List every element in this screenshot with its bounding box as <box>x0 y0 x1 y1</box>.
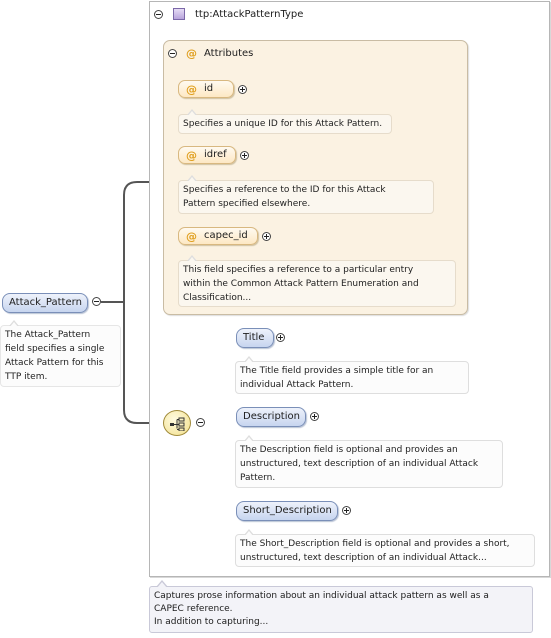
sequence-compositor-icon[interactable] <box>163 410 191 436</box>
root-desc-line-2: field specifies a single <box>5 344 105 354</box>
short-desc-line-2: unstructured, text description of an ind… <box>240 553 487 563</box>
capec-desc-line-2: within the Common Attack Pattern Enumera… <box>183 279 419 289</box>
at-sign-icon: @ <box>186 47 197 60</box>
capec-desc-line-1: This field specifies a reference to a pa… <box>183 265 414 275</box>
attack-pattern-label: Attack_Pattern <box>9 297 82 308</box>
capec-desc-line-3: Classification... <box>183 293 252 303</box>
title-desc-line-2: individual Attack Pattern. <box>240 380 354 390</box>
type-desc-line-2: CAPEC reference. <box>154 604 233 614</box>
attack-pattern-element[interactable]: Attack_Pattern <box>2 293 88 313</box>
collapse-sequence-button[interactable] <box>196 418 205 427</box>
element-description-description: The Description field is optional and pr… <box>235 435 503 488</box>
collapse-type-button[interactable] <box>154 10 163 19</box>
type-desc-line-3: In addition to capturing... <box>154 617 269 627</box>
id-desc-line-1: Specifies a unique ID for this Attack Pa… <box>183 119 383 129</box>
purple-square-icon <box>173 8 185 20</box>
expand-short-description-button[interactable] <box>342 506 351 515</box>
collapse-attributes-button[interactable] <box>168 49 177 58</box>
description-desc-line-2: unstructured, text description of an ind… <box>240 459 479 469</box>
attribute-capec-id-label: capec_id <box>204 230 248 241</box>
short-desc-line-1: The Short_Description field is optional … <box>240 539 510 549</box>
element-short-description-label: Short_Description <box>243 505 332 516</box>
expand-description-button[interactable] <box>310 412 319 421</box>
idref-desc-line-1: Specifies a reference to the ID for this… <box>183 185 386 195</box>
attributes-title: Attributes <box>204 48 254 59</box>
branch-to-type-line <box>123 181 163 302</box>
expand-id-button[interactable] <box>238 85 247 94</box>
sequence-glyph-icon <box>170 417 185 431</box>
attribute-capec-id-description: This field specifies a reference to a pa… <box>178 255 456 307</box>
attribute-id-description: Specifies a unique ID for this Attack Pa… <box>178 109 392 134</box>
expand-title-button[interactable] <box>276 333 285 342</box>
expand-capec-id-button[interactable] <box>262 232 271 241</box>
root-desc-line-4: TTP item. <box>5 372 48 382</box>
element-description-label: Description <box>243 411 300 422</box>
attack-pattern-description: The Attack_Pattern field specifies a sin… <box>0 320 121 387</box>
attribute-idref-label: idref <box>204 149 227 160</box>
element-title[interactable]: Title <box>236 328 274 348</box>
description-desc-line-3: Pattern. <box>240 473 276 483</box>
branch-to-sequence-line <box>123 302 163 424</box>
attribute-idref[interactable]: @ idref <box>178 146 236 164</box>
collapse-attack-pattern-button[interactable] <box>92 297 101 306</box>
at-sign-icon: @ <box>186 83 197 96</box>
element-title-description: The Title field provides a simple title … <box>235 356 469 394</box>
element-short-description-description: The Short_Description field is optional … <box>235 529 535 567</box>
idref-desc-line-2: Pattern specified elsewhere. <box>183 199 311 209</box>
element-title-label: Title <box>243 332 265 343</box>
at-sign-icon: @ <box>186 230 197 243</box>
type-desc-line-1: Captures prose information about an indi… <box>154 591 489 601</box>
title-desc-line-1: The Title field provides a simple title … <box>240 366 434 376</box>
attribute-id-label: id <box>204 83 214 94</box>
at-sign-icon: @ <box>186 149 197 162</box>
type-description: Captures prose information about an indi… <box>149 580 533 633</box>
root-desc-line-3: Attack Pattern for this <box>5 358 104 368</box>
description-desc-line-1: The Description field is optional and pr… <box>240 445 458 455</box>
type-name: ttp:AttackPatternType <box>195 9 304 20</box>
element-short-description[interactable]: Short_Description <box>236 501 338 521</box>
element-description[interactable]: Description <box>236 407 306 427</box>
expand-idref-button[interactable] <box>240 151 249 160</box>
attribute-id[interactable]: @ id <box>178 80 234 98</box>
attribute-capec-id[interactable]: @ capec_id <box>178 227 258 245</box>
root-desc-line-1: The Attack_Pattern <box>5 330 91 340</box>
attribute-idref-description: Specifies a reference to the ID for this… <box>178 175 434 214</box>
